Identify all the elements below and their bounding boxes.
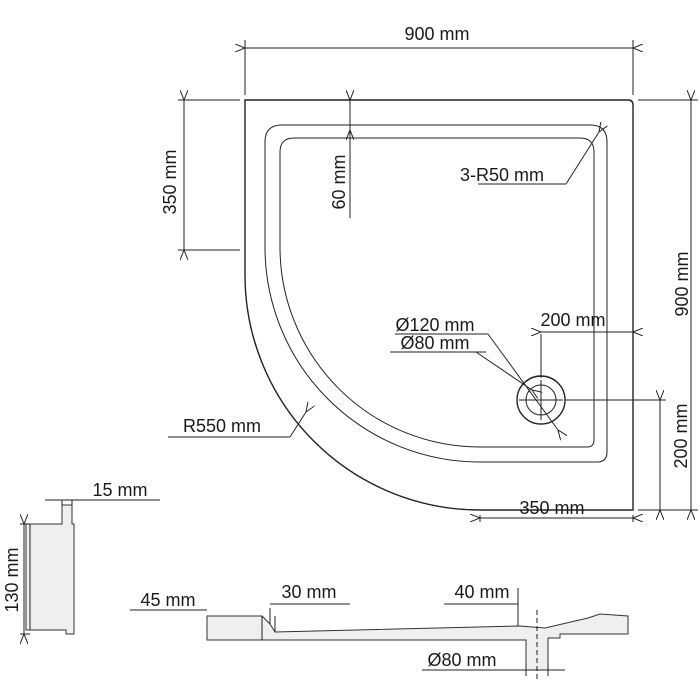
arc-radius-leader [289,412,306,438]
side-profile: 15 mm 130 mm [2,480,160,634]
profile-height-label: 130 mm [2,547,22,612]
wall-label: 15 mm [92,480,147,500]
profile-wall-shape [25,504,75,635]
height-label: 900 mm [672,251,692,316]
drain-inner-leader [475,351,532,390]
corner-radius-leader [565,132,599,185]
width-label: 900 mm [404,24,469,44]
rim-width-label: 60 mm [329,154,349,209]
tray-rim-outline [264,124,608,463]
outlet-label: Ø80 mm [427,650,496,670]
tray-outer-outline [244,99,634,511]
tray-basin-outline [279,137,595,448]
bottom-straight-label: 350 mm [519,498,584,518]
corner-radius-label: 3-R50 mm [460,165,544,185]
arc-radius-label: R550 mm [183,416,261,436]
drain-x-label: 200 mm [540,310,605,330]
drain-outer-label: Ø120 mm [395,315,474,335]
straight-side-label: 350 mm [160,149,180,214]
rim-right-label: 40 mm [454,582,509,602]
base-label: 45 mm [140,590,195,610]
cross-section: 45 mm 30 mm 40 mm Ø80 mm [130,582,629,680]
plan-view: 900 mm 350 mm 60 mm 3-R50 mm 900 mm 200 … [160,24,698,522]
drain-inner-label: Ø80 mm [400,333,469,353]
drain-outer-leader [487,333,558,430]
rim-left-label: 30 mm [281,582,336,602]
drain-y-label: 200 mm [671,403,691,468]
